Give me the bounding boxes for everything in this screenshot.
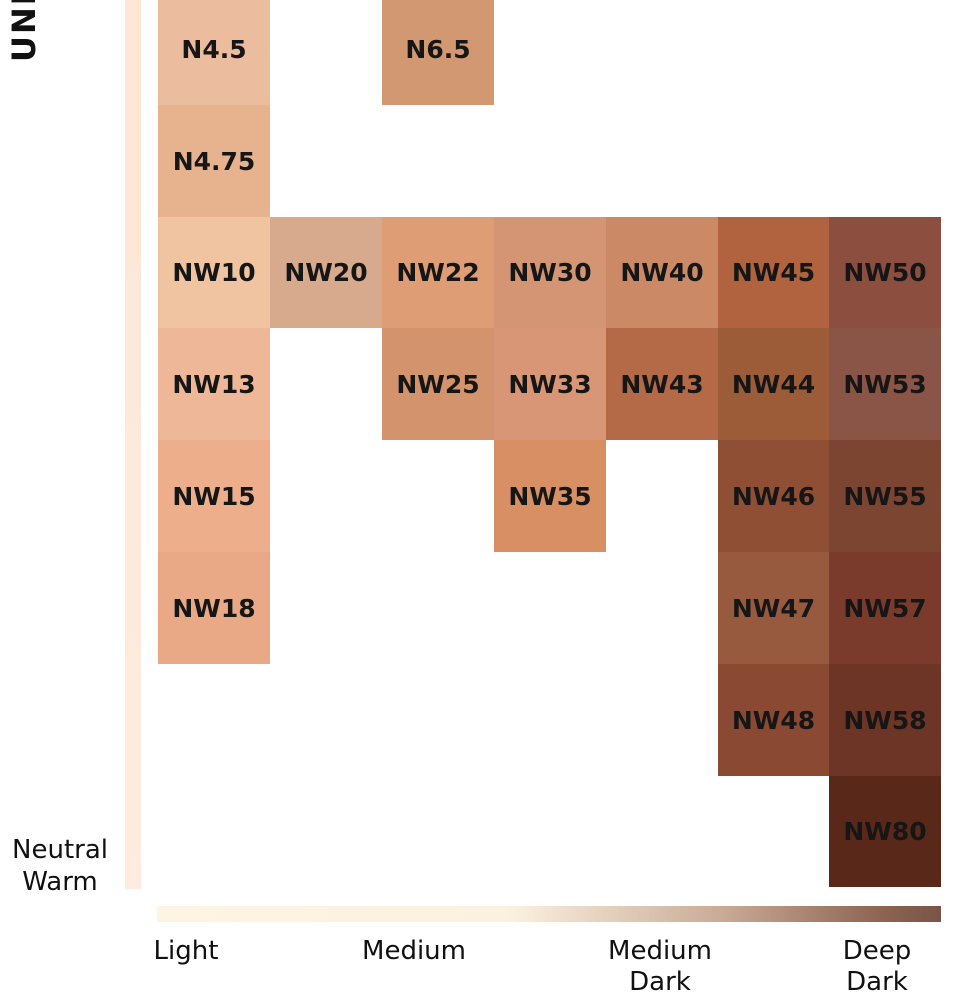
swatch-nw40: NW40 xyxy=(606,217,718,328)
depth-label-deep-dark: Deep Dark xyxy=(822,936,932,998)
depth-label-deep-dark-line-2: Dark xyxy=(846,967,908,997)
swatch-nw33: NW33 xyxy=(494,328,606,440)
swatch-nw25: NW25 xyxy=(382,328,494,440)
depth-label-medium-dark-line-1: Medium xyxy=(608,936,712,966)
swatch-nw45: NW45 xyxy=(718,217,829,328)
depth-label-medium: Medium xyxy=(356,936,472,967)
swatch-nw58: NW58 xyxy=(829,664,941,776)
depth-label-medium-line-1: Medium xyxy=(362,936,466,966)
undertone-label-line-2: Warm xyxy=(22,867,98,897)
swatch-nw53: NW53 xyxy=(829,328,941,440)
depth-label-light-line-1: Light xyxy=(153,936,219,966)
swatch-n4-75: N4.75 xyxy=(158,105,270,217)
depth-label-medium-dark: Medium Dark xyxy=(600,936,720,998)
swatch-nw47: NW47 xyxy=(718,552,829,664)
swatch-nw50: NW50 xyxy=(829,217,941,328)
swatch-nw22: NW22 xyxy=(382,217,494,328)
undertone-gradient-bar xyxy=(125,0,141,889)
swatch-n6-5: N6.5 xyxy=(382,0,494,105)
swatch-nw57: NW57 xyxy=(829,552,941,664)
swatch-nw15: NW15 xyxy=(158,440,270,552)
swatch-nw48: NW48 xyxy=(718,664,829,776)
depth-gradient-bar xyxy=(157,906,941,922)
swatch-nw55: NW55 xyxy=(829,440,941,552)
swatch-nw44: NW44 xyxy=(718,328,829,440)
swatch-nw30: NW30 xyxy=(494,217,606,328)
undertone-label-line-1: Neutral xyxy=(12,835,108,865)
swatch-nw80: NW80 xyxy=(829,776,941,887)
swatch-nw10: NW10 xyxy=(158,217,270,328)
swatch-nw46: NW46 xyxy=(718,440,829,552)
swatch-nw20: NW20 xyxy=(270,217,382,328)
undertone-label: Neutral Warm xyxy=(2,834,118,898)
swatch-n4-5: N4.5 xyxy=(158,0,270,105)
swatch-nw35: NW35 xyxy=(494,440,606,552)
depth-label-deep-dark-line-1: Deep xyxy=(842,936,912,966)
swatch-nw13: NW13 xyxy=(158,328,270,440)
swatch-nw43: NW43 xyxy=(606,328,718,440)
depth-label-medium-dark-line-2: Dark xyxy=(629,967,691,997)
swatch-nw18: NW18 xyxy=(158,552,270,664)
depth-label-light: Light xyxy=(148,936,224,967)
